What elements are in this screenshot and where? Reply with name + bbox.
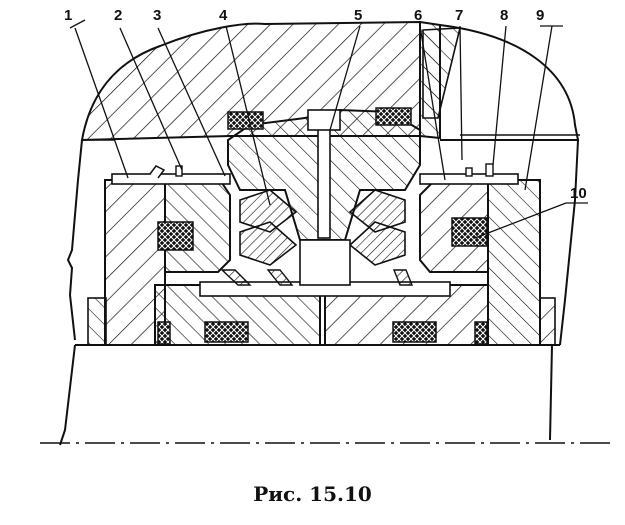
outer-contour: [59, 139, 579, 446]
figure-caption: Рис. 15.10: [253, 482, 372, 506]
label-part-7: 7: [455, 7, 463, 24]
label-part-4: 4: [219, 7, 228, 24]
part-5-central-body: [227, 108, 421, 241]
o-ring-sleeve-left: [204, 321, 249, 343]
o-ring-right-seat: [451, 217, 488, 247]
shaft: [40, 344, 610, 444]
part-9-right-flange: [487, 179, 556, 346]
shaft-sleeve: [154, 281, 489, 346]
label-part-8: 8: [500, 7, 508, 24]
leader-lines: [69, 19, 588, 239]
part-labels: 1 2 3 4 5 6 7 8 9 10: [64, 7, 587, 202]
o-ring-flange-left: [157, 321, 171, 345]
label-part-2: 2: [114, 7, 122, 24]
label-part-6: 6: [414, 7, 422, 24]
part-1-left-flange: [87, 179, 166, 346]
label-part-3: 3: [153, 7, 161, 24]
o-ring-upper-left: [227, 111, 264, 130]
label-part-5: 5: [354, 7, 362, 24]
o-ring-upper-right: [375, 107, 412, 126]
part-2-left-seat-ring: [111, 165, 231, 273]
label-part-1: 1: [64, 7, 72, 24]
o-rings: [157, 107, 488, 345]
o-ring-left-seat: [157, 221, 194, 251]
label-part-10: 10: [570, 185, 587, 202]
o-ring-sleeve-right: [392, 321, 437, 343]
o-ring-flange-right: [474, 321, 488, 345]
label-part-9: 9: [536, 7, 544, 24]
spring-elements: [220, 269, 414, 286]
part-4-wedge-seals: [239, 189, 406, 286]
